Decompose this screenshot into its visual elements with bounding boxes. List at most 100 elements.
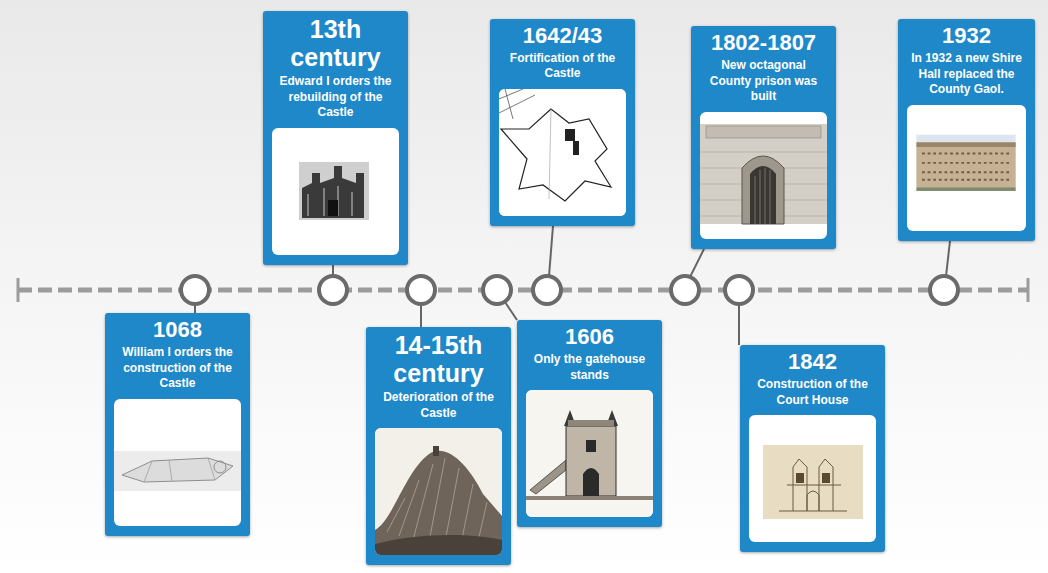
timeline-event-box: 1802-1807New octagonal County prison was… — [691, 26, 836, 249]
illustration-shape — [796, 473, 804, 483]
leader-line — [738, 304, 740, 345]
illustration-shape — [706, 126, 821, 138]
year-heading: 1642/43 — [499, 24, 626, 48]
illustration-shape — [822, 473, 830, 483]
illustration-shape — [573, 141, 579, 155]
illustration-shape — [566, 426, 616, 496]
illustration-shape — [122, 458, 233, 482]
illustration-shape — [144, 458, 215, 482]
illustration-shape — [922, 153, 1010, 179]
illustration — [499, 89, 626, 216]
event-description: Edward I orders the rebuilding of the Ca… — [272, 74, 399, 121]
illustration — [526, 390, 653, 517]
illustration-shape — [214, 461, 226, 473]
illustration-panel — [526, 390, 653, 517]
illustration-shape — [916, 146, 1015, 187]
timeline-event-box: 14-15th centuryDeterioration of the Cast… — [366, 327, 511, 565]
illustration — [375, 428, 502, 555]
year-heading: 1802-1807 — [700, 31, 827, 55]
illustration-panel — [375, 428, 502, 555]
timeline-marker — [181, 276, 209, 304]
illustration-panel — [749, 415, 876, 542]
year-heading: 13th century — [272, 16, 399, 71]
year-heading: 1068 — [114, 318, 241, 342]
illustration-shape — [916, 142, 1015, 147]
illustration-shape — [433, 446, 439, 456]
illustration-shape — [499, 89, 535, 119]
event-description: Deterioration of the Castle — [375, 390, 502, 421]
illustration-shape — [779, 459, 847, 511]
illustration-shape — [526, 496, 653, 500]
year-heading: 1932 — [907, 24, 1026, 48]
illustration-shape — [700, 124, 827, 224]
illustration-shape — [763, 445, 863, 519]
illustration-shape — [387, 458, 487, 546]
illustration-shape — [530, 460, 566, 494]
timeline-marker — [671, 276, 699, 304]
illustration-shape — [526, 390, 653, 517]
illustration-shape — [375, 428, 502, 555]
leader-line — [549, 226, 553, 276]
illustration-panel — [499, 89, 626, 216]
illustration-shape — [375, 535, 502, 555]
illustration — [700, 112, 827, 239]
illustration-panel — [272, 128, 399, 255]
illustration-shape — [302, 166, 364, 218]
timeline-event-box: 13th centuryEdward I orders the rebuildi… — [263, 11, 408, 265]
illustration-shape — [568, 420, 614, 426]
timeline-marker — [407, 276, 435, 304]
illustration-shape — [916, 187, 1015, 191]
timeline-event-box: 1068William I orders the construction of… — [105, 313, 250, 536]
timeline-event-box: 1642/43Fortification of the Castle — [490, 19, 635, 226]
leader-line — [690, 249, 704, 277]
year-heading: 1606 — [526, 325, 653, 349]
illustration-shape — [499, 89, 626, 216]
year-heading: 1842 — [749, 350, 876, 374]
illustration — [272, 128, 399, 255]
event-description: New octagonal County prison was built — [700, 58, 827, 105]
event-description: Only the gatehouse stands — [526, 352, 653, 383]
illustration-shape — [375, 451, 502, 555]
illustration-shape — [807, 491, 819, 511]
illustration-shape — [742, 156, 784, 224]
leader-line — [420, 304, 422, 327]
timeline-event-box: 1842Construction of the Court House — [740, 345, 885, 552]
illustration-shape — [750, 166, 776, 224]
illustration-shape — [501, 109, 611, 201]
illustration-shape — [586, 440, 596, 452]
illustration-shape — [565, 129, 575, 141]
illustration — [907, 105, 1026, 231]
timeline-end — [1027, 278, 1030, 302]
illustration-shape — [328, 200, 338, 216]
timeline-marker — [725, 276, 753, 304]
timeline-event-box: 1606Only the gatehouse stands — [517, 320, 662, 527]
illustration-shape — [308, 186, 352, 216]
illustration-shape — [549, 109, 551, 199]
illustration-shape — [114, 451, 241, 491]
illustration — [749, 415, 876, 542]
timeline-line — [18, 288, 1028, 293]
illustration-shape — [916, 135, 1015, 148]
timeline-event-box: 1932 In 1932 a new Shire Hall replaced th… — [898, 19, 1035, 241]
illustration-panel — [907, 105, 1026, 231]
timeline-markers — [181, 276, 958, 304]
illustration-panel — [114, 399, 241, 526]
illustration — [114, 399, 241, 526]
timeline-marker — [483, 276, 511, 304]
illustration-shape — [299, 162, 369, 220]
illustration-panel — [700, 112, 827, 239]
leader-line — [946, 241, 950, 276]
timeline-end — [17, 278, 20, 302]
year-heading: 14-15th century — [375, 332, 502, 387]
event-description: Fortification of the Castle — [499, 51, 626, 82]
event-description: Construction of the Court House — [749, 377, 876, 408]
illustration-shape — [755, 168, 770, 224]
illustration-shape — [564, 410, 618, 426]
event-description: William I orders the construction of the… — [114, 345, 241, 392]
illustration-shape — [583, 468, 599, 496]
leader-line — [505, 302, 517, 320]
timeline-marker — [533, 276, 561, 304]
timeline-marker — [930, 276, 958, 304]
event-description: In 1932 a new Shire Hall replaced the Co… — [907, 51, 1026, 98]
